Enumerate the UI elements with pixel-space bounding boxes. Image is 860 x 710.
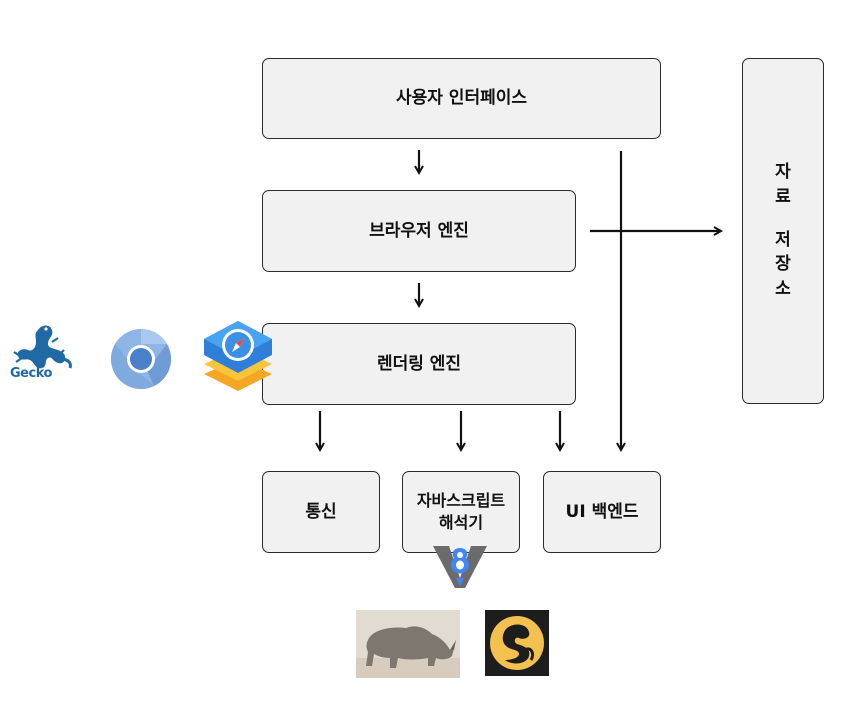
data-storage-char-4: 장 — [775, 254, 791, 275]
webkit-safari-icon — [202, 319, 274, 395]
v8-icon — [429, 542, 491, 592]
js-interpreter-label-line1: 자바스크립트 — [416, 491, 506, 511]
rendering-engine-label: 렌더링 엔진 — [376, 353, 462, 374]
browser-engine-label: 브라우저 엔진 — [369, 220, 469, 241]
gecko-icon: Gecko — [8, 322, 80, 392]
browser-engine-box: 브라우저 엔진 — [262, 190, 576, 272]
ui-backend-box: UI 백엔드 — [543, 471, 661, 553]
data-storage-char-3: 저 — [775, 229, 791, 250]
rhino-icon — [356, 610, 460, 678]
gecko-logo-text: Gecko — [10, 366, 52, 381]
networking-box: 통신 — [262, 471, 380, 553]
data-storage-box: 자 료 저 장 소 — [742, 58, 824, 404]
rendering-engine-box: 렌더링 엔진 — [262, 323, 576, 405]
user-interface-label: 사용자 인터페이스 — [395, 88, 528, 109]
user-interface-box: 사용자 인터페이스 — [262, 58, 661, 139]
js-interpreter-box: 자바스크립트 해석기 — [402, 471, 520, 553]
spidermonkey-icon — [485, 610, 549, 676]
js-interpreter-label-line2: 해석기 — [438, 513, 484, 532]
data-storage-char-1: 자 — [775, 162, 791, 183]
data-storage-char-2: 료 — [775, 187, 791, 208]
networking-label: 통신 — [305, 501, 337, 522]
chromium-icon — [110, 328, 172, 390]
ui-backend-label: UI 백엔드 — [565, 501, 639, 522]
data-storage-char-5: 소 — [775, 278, 791, 299]
